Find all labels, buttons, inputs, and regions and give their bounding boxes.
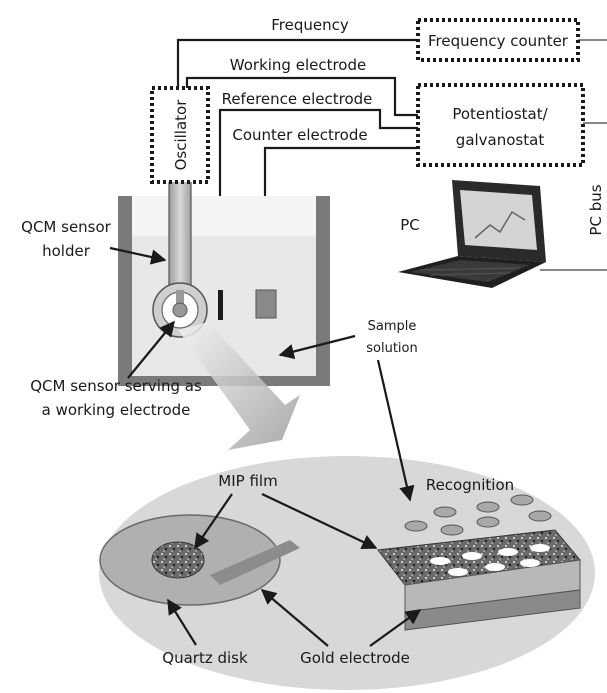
sample-label-1: Sample	[368, 319, 417, 334]
qcm-holder-label-2: holder	[42, 242, 91, 260]
qcm-we-label-2: a working electrode	[42, 401, 191, 419]
pc-bus-label: PC bus	[587, 184, 605, 235]
pc-label: PC	[400, 216, 420, 234]
pc-laptop	[398, 180, 546, 288]
quartz-disk	[99, 514, 300, 606]
frequency-label: Frequency	[271, 16, 349, 34]
potentiostat-label-2: galvanostat	[456, 131, 545, 149]
mip-film-label: MIP film	[218, 472, 277, 490]
gold-electrode-tab	[210, 540, 300, 585]
potentiostat-box: Potentiostat/ galvanostat	[416, 83, 585, 167]
detail-ellipse	[99, 456, 595, 690]
mip-film-spot	[151, 541, 205, 579]
reference-electrode	[218, 290, 223, 320]
recognition-label: Recognition	[426, 476, 514, 494]
frequency-counter-box: Frequency counter	[416, 18, 580, 62]
counter-electrode	[255, 289, 277, 319]
quartz-disk-label: Quartz disk	[162, 649, 248, 667]
qcm-we-label-1: QCM sensor serving as	[30, 377, 202, 395]
reference-electrode-label: Reference electrode	[222, 90, 373, 108]
qcm-sensor-head	[152, 282, 208, 338]
sample-label-2: solution	[366, 341, 417, 356]
analyte-molecules	[404, 494, 552, 536]
frequency-counter-label: Frequency counter	[428, 32, 569, 50]
oscillator-label: Oscillator	[172, 99, 190, 171]
qcm-holder-label-1: QCM sensor	[21, 218, 112, 236]
oscillator-box: Oscillator	[150, 86, 210, 184]
counter-electrode-label: Counter electrode	[232, 126, 367, 144]
gold-electrode-label: Gold electrode	[300, 649, 410, 667]
recognition-block	[377, 529, 581, 631]
working-electrode-label: Working electrode	[230, 56, 366, 74]
potentiostat-label-1: Potentiostat/	[452, 105, 548, 123]
zoom-beam	[178, 322, 300, 450]
